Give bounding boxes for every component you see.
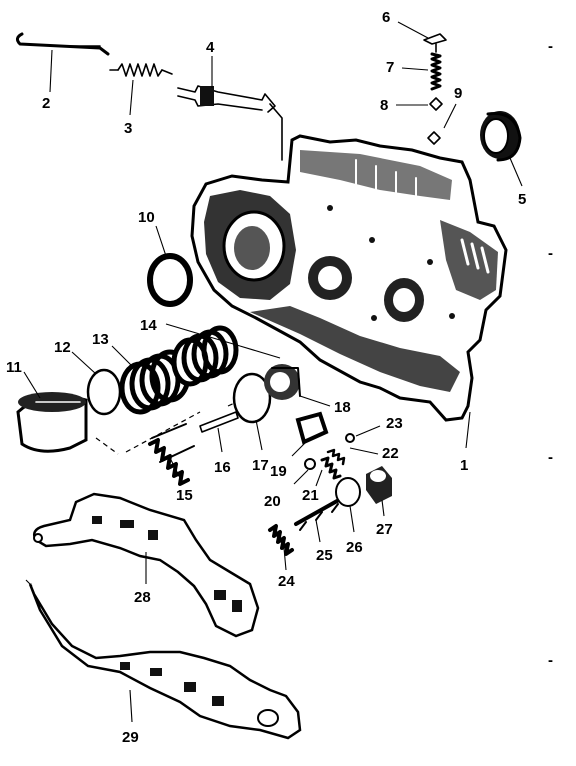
callout-3: 3	[124, 120, 132, 137]
part-1-housing	[190, 134, 508, 422]
callout-18: 18	[334, 399, 351, 416]
callout-20: 20	[264, 493, 281, 510]
margin-mark-1: -	[548, 38, 553, 55]
part-2-rod	[15, 32, 110, 56]
part-15-spring	[148, 423, 195, 486]
callout-28: 28	[134, 589, 151, 606]
callout-5: 5	[518, 191, 526, 208]
part-12-ring	[86, 368, 122, 416]
callout-2: 2	[42, 95, 50, 112]
part-29-plate	[25, 579, 302, 740]
callout-9: 9	[454, 85, 462, 102]
leader-14b	[239, 345, 281, 359]
callout-6: 6	[382, 9, 390, 26]
callout-29: 29	[122, 729, 139, 746]
part-11-piston	[16, 392, 88, 453]
leader-26	[349, 505, 355, 533]
leader-20	[293, 469, 309, 485]
leader-13	[111, 345, 133, 367]
part-6-pin	[423, 33, 447, 53]
part-14-spring-pack	[171, 325, 239, 387]
part-26-disc	[335, 477, 361, 507]
part-18-gear	[264, 364, 301, 400]
callout-17: 17	[252, 457, 269, 474]
callout-23: 23	[386, 415, 403, 432]
callout-22: 22	[382, 445, 399, 462]
callout-24: 24	[278, 573, 295, 590]
callout-26: 26	[346, 539, 363, 556]
leader-17	[255, 419, 263, 451]
callout-13: 13	[92, 331, 109, 348]
leader-22	[349, 447, 379, 455]
callout-4: 4	[206, 39, 215, 56]
part-19-seal	[295, 411, 329, 445]
callout-15: 15	[176, 487, 193, 504]
callout-7: 7	[386, 59, 394, 76]
part-13-spring-pack	[119, 349, 191, 415]
part-9-seat	[427, 131, 441, 145]
part-16-pin	[199, 411, 239, 433]
part-24-spring	[268, 524, 294, 556]
part-8-ball	[429, 97, 443, 111]
leader-23	[355, 425, 381, 437]
callout-1: 1	[460, 457, 468, 474]
leader-21	[315, 469, 323, 487]
part-22-spring	[326, 448, 346, 466]
part-10-ring	[147, 253, 193, 307]
leader-27	[381, 499, 385, 517]
margin-mark-3: -	[548, 449, 553, 466]
leader-15	[169, 457, 183, 483]
part-23-ball	[345, 433, 355, 443]
part-27-plug	[366, 466, 392, 504]
leader-19	[291, 439, 309, 457]
leader-29	[129, 689, 133, 723]
callout-10: 10	[138, 209, 155, 226]
margin-mark-2: -	[548, 245, 553, 262]
callout-27: 27	[376, 521, 393, 538]
leader-18	[299, 395, 331, 407]
leader-24	[283, 547, 287, 571]
callout-8: 8	[380, 97, 388, 114]
leader-12	[71, 351, 97, 375]
leader-16	[217, 427, 223, 453]
part-17-disc	[232, 372, 272, 424]
leader-5	[509, 157, 523, 187]
leader-14	[165, 323, 241, 347]
part-5-seal	[480, 111, 522, 162]
leader-25	[315, 519, 321, 543]
callout-14: 14	[140, 317, 157, 334]
part-3-spring	[109, 63, 173, 77]
leader-3	[129, 79, 134, 116]
leader-2	[49, 49, 53, 93]
margin-mark-4: -	[548, 652, 553, 669]
part-20-clip	[304, 458, 316, 470]
part-21-spring	[320, 456, 342, 480]
leader-11	[23, 371, 41, 399]
callout-11: 11	[6, 359, 22, 376]
part-7-spring	[430, 52, 442, 91]
leader-9	[443, 103, 457, 129]
part-4-shaft	[177, 85, 283, 161]
part-28-gasket	[33, 492, 260, 638]
callout-12: 12	[54, 339, 71, 356]
leader-7	[401, 67, 429, 71]
leader-10	[155, 225, 167, 257]
leader-1	[465, 411, 471, 449]
callout-16: 16	[214, 459, 231, 476]
callout-21: 21	[302, 487, 319, 504]
leader-6	[397, 21, 429, 39]
callout-labels: 1 2 3 4 5 6 7 8 9 10 11 12 13 14 15 16 1…	[6, 9, 526, 746]
callout-25: 25	[316, 547, 333, 564]
callout-19: 19	[270, 463, 287, 480]
